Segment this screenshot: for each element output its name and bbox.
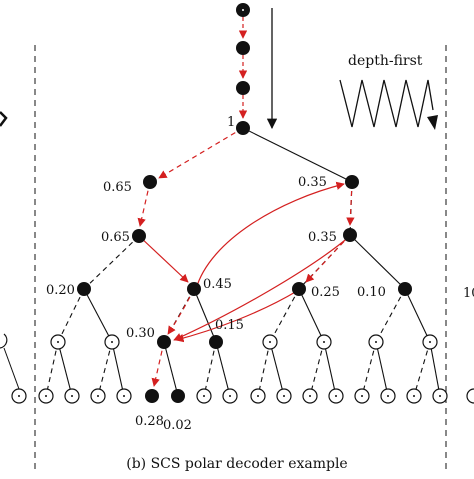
node-l3-a [77, 282, 91, 296]
node-l3-d [398, 282, 412, 296]
node-root [236, 121, 250, 135]
metric-l3-b: 0.45 [203, 277, 232, 292]
left-edge-node-fragment [0, 333, 8, 349]
metric-l2-right: 0.35 [308, 230, 337, 245]
node-l1-right [345, 175, 359, 189]
strategy-label: depth-first [348, 53, 423, 69]
visited-nodes [77, 3, 412, 403]
metric-l3-d: 0.10 [357, 285, 386, 300]
leaf-a [145, 389, 159, 403]
metric-leaf-b: 0.02 [163, 418, 192, 433]
node-l3-b [187, 282, 201, 296]
node-l2-left [132, 229, 146, 243]
metric-leaf-a: 0.28 [135, 414, 164, 429]
node-top-2 [236, 41, 250, 55]
metric-l1-right: 0.35 [298, 175, 327, 190]
zigzag-arrowhead [427, 115, 438, 130]
metric-l3-a: 0.20 [46, 283, 75, 298]
right-edge-leaf-fragment [466, 388, 474, 404]
metric-root: 1 [227, 115, 235, 130]
leaf-b [171, 389, 185, 403]
metric-l4-a: 0.30 [126, 326, 155, 341]
node-l2-right [343, 228, 357, 242]
hollow-nodes-level4 [50, 334, 438, 350]
hollow-leaves [38, 388, 448, 404]
node-l3-c [292, 282, 306, 296]
metric-l3-c: 0.25 [311, 285, 340, 300]
metric-l2-left: 0.65 [101, 230, 130, 245]
left-edge-arrow-fragment [0, 111, 8, 127]
node-l1-left [143, 175, 157, 189]
node-l4-a [157, 335, 171, 349]
node-top-3 [236, 81, 250, 95]
node-l4-b [209, 335, 223, 349]
metric-l4-b: 0.15 [215, 318, 244, 333]
decoding-path [137, 10, 355, 387]
right-cut-label: 10 [463, 286, 474, 301]
depth-first-zigzag [339, 79, 434, 128]
figure-caption: (b) SCS polar decoder example [126, 456, 347, 472]
tree-edges [45, 127, 441, 397]
metric-l1-left: 0.65 [103, 180, 132, 195]
